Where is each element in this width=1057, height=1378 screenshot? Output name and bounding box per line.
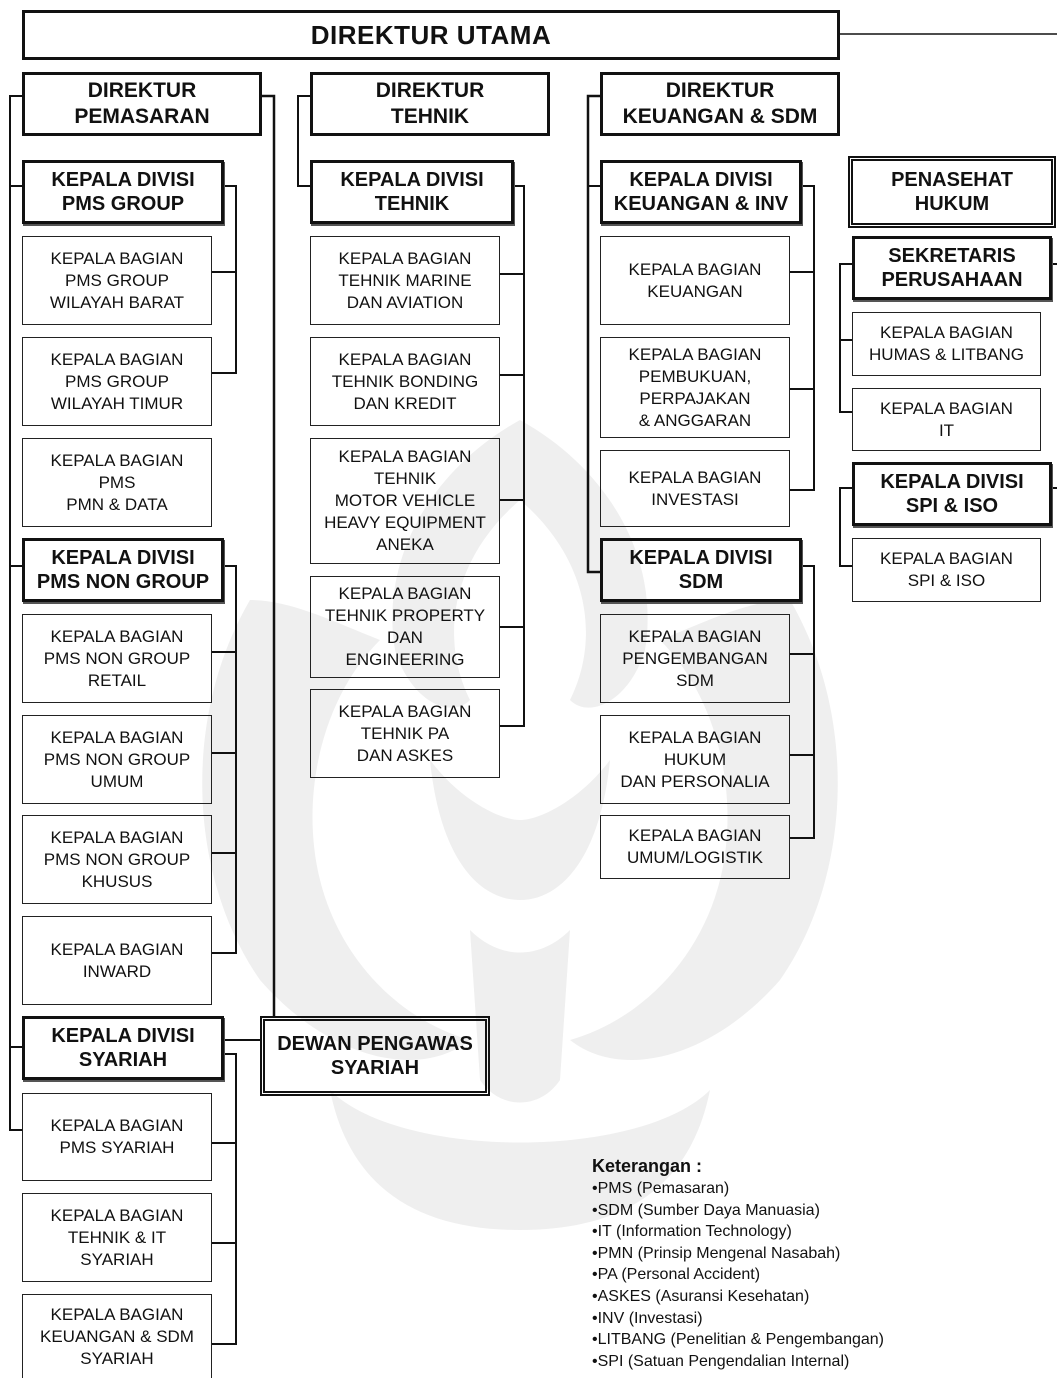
kepala-bagian-humas-litbang: KEPALA BAGIAN HUMAS & LITBANG: [852, 312, 1041, 376]
kepala-bagian-keuangan: KEPALA BAGIAN KEUANGAN: [600, 236, 790, 325]
kepala-bagian-pms-syariah: KEPALA BAGIAN PMS SYARIAH: [22, 1093, 212, 1181]
kepala-bagian-inward: KEPALA BAGIAN INWARD: [22, 916, 212, 1005]
legend: Keterangan : PMS (Pemasaran) SDM (Sumber…: [592, 1154, 884, 1372]
kepala-bagian-tehnik-property: KEPALA BAGIAN TEHNIK PROPERTY DAN ENGINE…: [310, 576, 500, 678]
kepala-bagian-tehnik-motor: KEPALA BAGIAN TEHNIK MOTOR VEHICLE HEAVY…: [310, 438, 500, 564]
dewan-pengawas-syariah: DEWAN PENGAWAS SYARIAH: [260, 1016, 490, 1096]
kepala-bagian-tehnik-pa: KEPALA BAGIAN TEHNIK PA DAN ASKES: [310, 689, 500, 778]
kepala-bagian-non-group-umum: KEPALA BAGIAN PMS NON GROUP UMUM: [22, 715, 212, 804]
legend-item: SPI (Satuan Pengendalian Internal): [592, 1351, 884, 1373]
kepala-bagian-pembukuan: KEPALA BAGIAN PEMBUKUAN, PERPAJAKAN & AN…: [600, 337, 790, 438]
kepala-divisi-keuangan-inv: KEPALA DIVISI KEUANGAN & INV: [600, 160, 802, 224]
kepala-divisi-pms-non-group: KEPALA DIVISI PMS NON GROUP: [22, 538, 224, 602]
penasehat-hukum: PENASEHAT HUKUM: [848, 156, 1056, 228]
legend-item: PMS (Pemasaran): [592, 1178, 884, 1200]
kepala-bagian-tehnik-marine: KEPALA BAGIAN TEHNIK MARINE DAN AVIATION: [310, 236, 500, 325]
kepala-bagian-keuangan-sdm-syariah: KEPALA BAGIAN KEUANGAN & SDM SYARIAH: [22, 1294, 212, 1378]
direktur-tehnik: DIREKTUR TEHNIK: [310, 72, 550, 136]
kepala-bagian-non-group-retail: KEPALA BAGIAN PMS NON GROUP RETAIL: [22, 614, 212, 703]
kepala-bagian-pms-group-barat: KEPALA BAGIAN PMS GROUP WILAYAH BARAT: [22, 236, 212, 325]
kepala-bagian-pms-group-timur: KEPALA BAGIAN PMS GROUP WILAYAH TIMUR: [22, 337, 212, 426]
kepala-bagian-tehnik-it-syariah: KEPALA BAGIAN TEHNIK & IT SYARIAH: [22, 1193, 212, 1282]
legend-list: PMS (Pemasaran) SDM (Sumber Daya Manuasi…: [592, 1178, 884, 1372]
kepala-bagian-tehnik-bonding: KEPALA BAGIAN TEHNIK BONDING DAN KREDIT: [310, 337, 500, 426]
legend-item: PMN (Prinsip Mengenal Nasabah): [592, 1243, 884, 1265]
kepala-bagian-hukum-personalia: KEPALA BAGIAN HUKUM DAN PERSONALIA: [600, 715, 790, 804]
legend-item: LITBANG (Penelitian & Pengembangan): [592, 1329, 884, 1351]
kepala-divisi-tehnik: KEPALA DIVISI TEHNIK: [310, 160, 514, 224]
legend-item: INV (Investasi): [592, 1308, 884, 1330]
legend-item: PA (Personal Accident): [592, 1264, 884, 1286]
kepala-bagian-umum-logistik: KEPALA BAGIAN UMUM/LOGISTIK: [600, 815, 790, 879]
kepala-divisi-spi-iso: KEPALA DIVISI SPI & ISO: [852, 462, 1052, 526]
direktur-pemasaran: DIREKTUR PEMASARAN: [22, 72, 262, 136]
kepala-bagian-pengembangan-sdm: KEPALA BAGIAN PENGEMBANGAN SDM: [600, 614, 790, 703]
kepala-bagian-it: KEPALA BAGIAN IT: [852, 388, 1041, 451]
kepala-bagian-spi-iso: KEPALA BAGIAN SPI & ISO: [852, 538, 1041, 602]
sekretaris-perusahaan: SEKRETARIS PERUSAHAAN: [852, 236, 1052, 300]
kepala-divisi-syariah: KEPALA DIVISI SYARIAH: [22, 1016, 224, 1080]
legend-item: ASKES (Asuransi Kesehatan): [592, 1286, 884, 1308]
kepala-bagian-non-group-khusus: KEPALA BAGIAN PMS NON GROUP KHUSUS: [22, 815, 212, 904]
legend-item: IT (Information Technology): [592, 1221, 884, 1243]
direktur-utama: DIREKTUR UTAMA: [22, 10, 840, 60]
kepala-divisi-pms-group: KEPALA DIVISI PMS GROUP: [22, 160, 224, 224]
kepala-bagian-pms-pmn: KEPALA BAGIAN PMS PMN & DATA: [22, 438, 212, 527]
direktur-keuangan-sdm: DIREKTUR KEUANGAN & SDM: [600, 72, 840, 136]
legend-item: SDM (Sumber Daya Manuasia): [592, 1200, 884, 1222]
kepala-divisi-sdm: KEPALA DIVISI SDM: [600, 538, 802, 602]
legend-title: Keterangan :: [592, 1156, 703, 1176]
kepala-bagian-investasi: KEPALA BAGIAN INVESTASI: [600, 450, 790, 527]
